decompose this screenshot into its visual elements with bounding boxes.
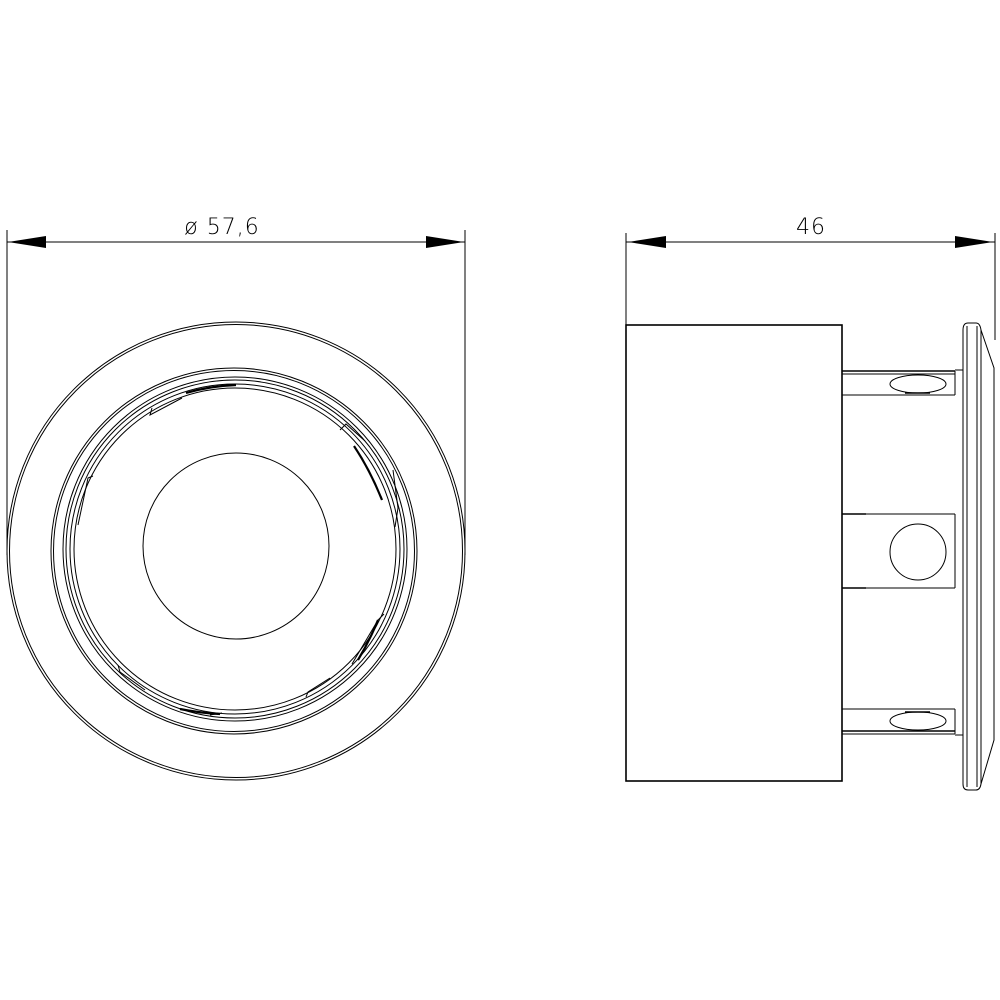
outer-flange-circle-inner bbox=[9, 324, 463, 778]
latch-slot bbox=[889, 711, 947, 731]
arrowhead-left-icon bbox=[628, 236, 666, 248]
connector-hole bbox=[889, 523, 947, 581]
middle-connector bbox=[842, 513, 956, 589]
outer-flange-circle bbox=[6, 321, 466, 781]
bottom-latch-arm bbox=[842, 708, 956, 735]
depth-dimension: 46 bbox=[625, 215, 996, 340]
latch-tab bbox=[77, 475, 94, 526]
housing-body bbox=[625, 324, 843, 782]
side-view: 46 bbox=[625, 215, 996, 791]
arrowhead-left-icon bbox=[8, 236, 46, 248]
diameter-label: ø 57,6 bbox=[184, 215, 259, 240]
bezel-ring bbox=[50, 367, 418, 735]
diameter-dimension: ø 57,6 bbox=[6, 215, 466, 555]
latch-slot bbox=[889, 374, 947, 394]
front-bezel-profile bbox=[955, 322, 995, 791]
top-latch-arm bbox=[842, 370, 956, 396]
bezel-taper bbox=[980, 329, 995, 785]
latch-tab bbox=[339, 423, 366, 442]
center-lens-circle bbox=[142, 452, 330, 640]
flange-plate bbox=[962, 322, 982, 791]
depth-label: 46 bbox=[796, 215, 826, 240]
front-view: ø 57,6 bbox=[6, 215, 466, 781]
latch-tab bbox=[149, 397, 183, 416]
latch-tab bbox=[392, 469, 399, 528]
latch-tab bbox=[117, 664, 146, 691]
arrowhead-right-icon bbox=[426, 236, 464, 248]
latch-tab bbox=[305, 677, 331, 698]
arrowhead-right-icon bbox=[955, 236, 993, 248]
